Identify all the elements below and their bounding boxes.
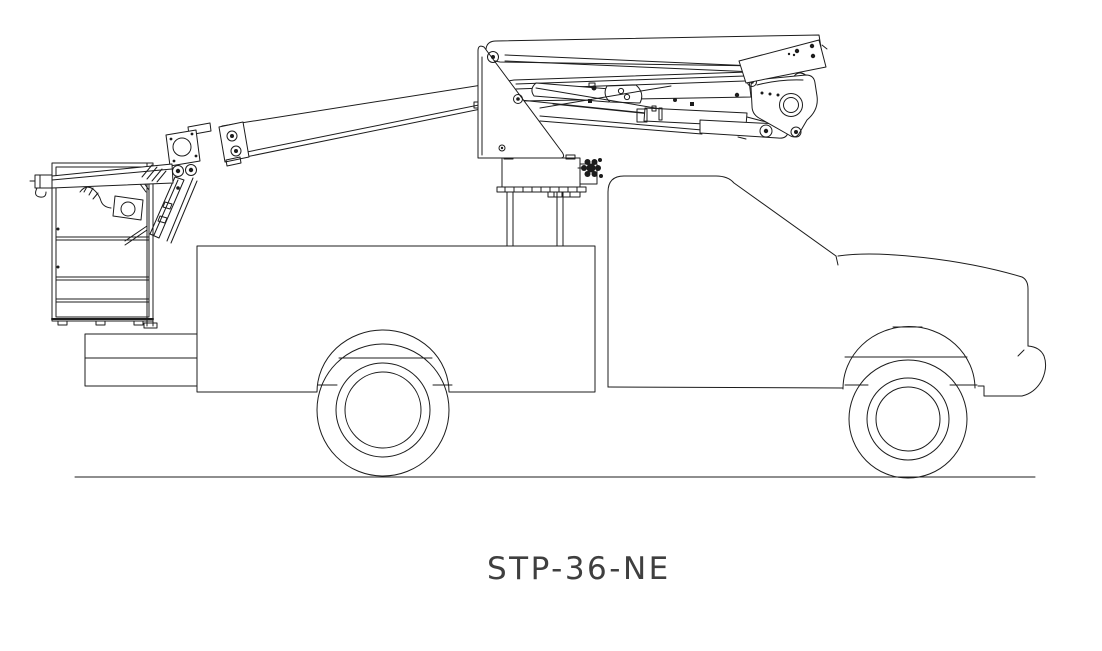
rail-end-clamp (34, 174, 53, 189)
rocker-line (607, 386, 844, 389)
headlight-tick (1017, 349, 1025, 357)
utility-body (196, 245, 596, 393)
bucket-rotator (165, 129, 201, 177)
hydraulic-fittings (577, 158, 603, 178)
front-bumper (977, 345, 1047, 397)
bucket-hanger-rail (29, 163, 174, 198)
rear-step-bumper (84, 333, 198, 387)
joystick-control (79, 184, 144, 221)
hood (837, 253, 1029, 347)
front-wheel-arch (842, 326, 978, 390)
front-wheel (848, 359, 968, 479)
cowl-tick (835, 255, 839, 266)
model-caption: STP-36-NE (487, 551, 671, 587)
rear-wheel (316, 343, 450, 477)
boom-tip-plate (187, 121, 250, 167)
pedestal-mast (506, 191, 564, 247)
turret-riser (473, 45, 565, 159)
rotation-housing (496, 148, 598, 198)
hook (35, 187, 47, 198)
boom-end-plate (738, 39, 828, 84)
bucket-support-arm (149, 176, 198, 244)
truck-cab (607, 175, 839, 388)
